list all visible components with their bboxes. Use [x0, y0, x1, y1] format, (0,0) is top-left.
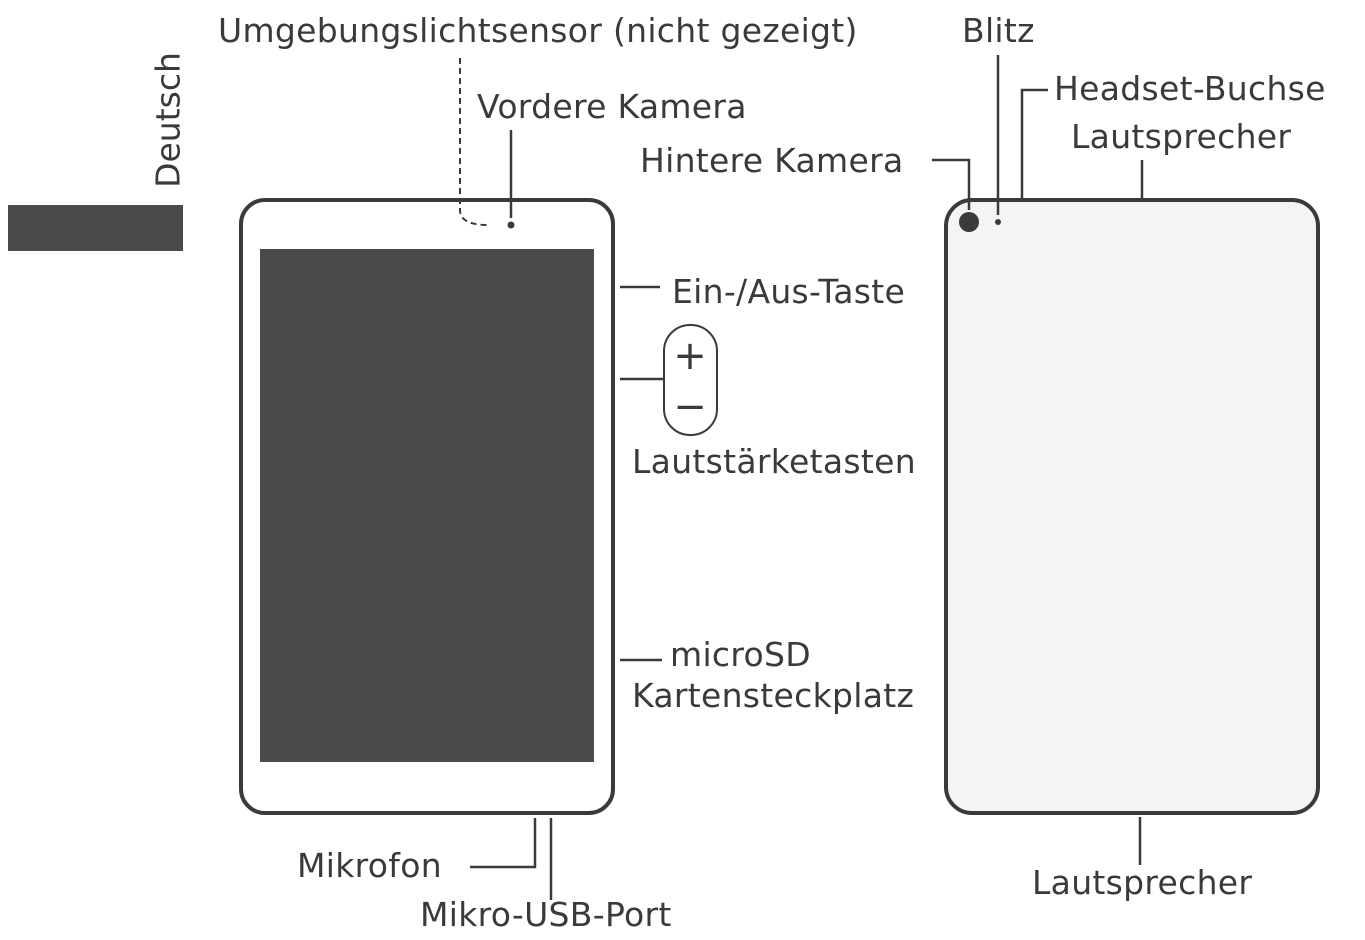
volume-down-icon: − — [673, 384, 707, 430]
front-camera-dot — [507, 221, 515, 229]
label-speaker-bottom: Lautsprecher — [1032, 863, 1253, 902]
leader-ambient-light-sensor — [459, 58, 489, 226]
back-device-body — [944, 198, 1320, 815]
label-microsd-line1: microSD — [670, 635, 811, 674]
leader-headset-jack — [1020, 88, 1048, 200]
language-tab-bar — [8, 205, 183, 251]
label-micro-usb: Mikro-USB-Port — [420, 895, 672, 934]
label-flash: Blitz — [962, 11, 1035, 50]
label-microphone: Mikrofon — [297, 846, 442, 885]
label-ambient-light-sensor: Umgebungslichtsensor (nicht gezeigt) — [218, 11, 858, 50]
flash-dot — [995, 219, 1001, 225]
volume-keys-capsule — [663, 324, 718, 436]
leader-microphone — [470, 818, 537, 869]
volume-up-icon: + — [673, 333, 707, 379]
rear-camera-lens — [959, 212, 979, 232]
label-speaker-top: Lautsprecher — [1071, 117, 1292, 156]
label-front-camera: Vordere Kamera — [477, 87, 747, 126]
label-power-button: Ein-/Aus-Taste — [672, 272, 906, 311]
label-rear-camera: Hintere Kamera — [640, 141, 904, 180]
label-headset-jack: Headset-Buchse — [1054, 69, 1326, 108]
label-volume-keys: Lautstärketasten — [632, 442, 916, 481]
label-microsd-line2: Kartensteckplatz — [632, 676, 915, 715]
leader-rear-camera — [932, 158, 971, 210]
front-device-screen — [260, 249, 594, 762]
